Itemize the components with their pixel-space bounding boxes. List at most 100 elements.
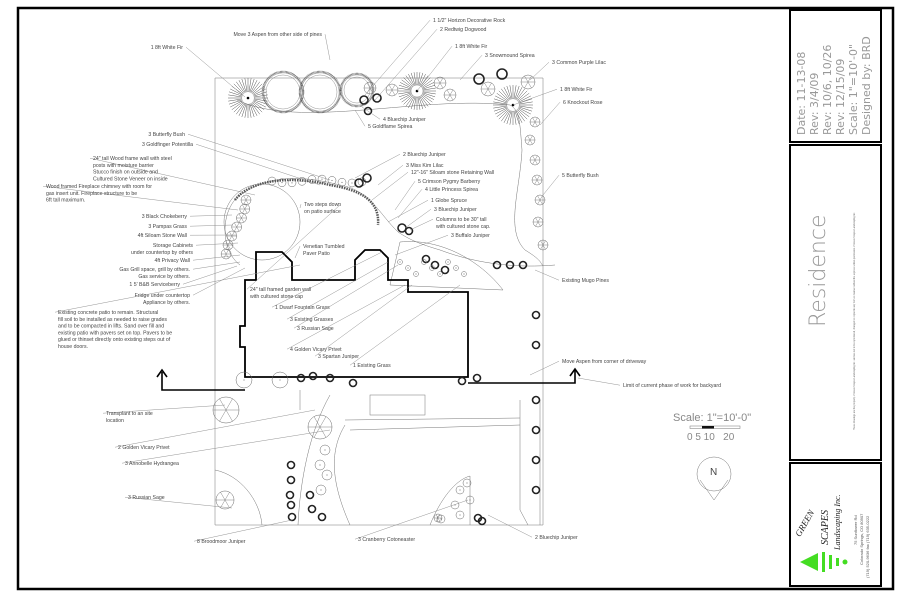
shrub-icon: [271, 371, 289, 389]
juniper-icon: [363, 106, 373, 116]
rev2-text: Rev: 10/6, 10/26: [821, 45, 834, 135]
callout-label: Transplant to an site: [106, 411, 153, 417]
callout-leader: [192, 267, 246, 296]
shrub-icon: [465, 495, 475, 505]
shrub-icon: [317, 174, 327, 184]
retaining-wall: [234, 178, 380, 226]
callout-leader: [539, 102, 561, 126]
callout-leader: [114, 409, 316, 448]
callout-label: 4ft Siloam Stone Wall: [138, 233, 187, 239]
shrub-icon: [529, 116, 541, 128]
callout-leader: [409, 218, 434, 231]
callout-label: 3 Russian Sage: [297, 326, 334, 332]
shrub-icon: [421, 259, 427, 265]
callout-leader: [397, 189, 423, 219]
address-line-1: 75 Sunflower Rd: [853, 515, 858, 545]
juniper-icon: [317, 512, 327, 522]
callout-leader: [529, 360, 560, 376]
juniper-icon: [325, 373, 335, 383]
callout-leader: [354, 109, 366, 127]
juniper-icon: [308, 371, 318, 381]
callout-label: 3 Common Purple Lilac: [552, 60, 606, 66]
callout-label: 4 Golden Vicary Privet: [290, 347, 342, 353]
scale-bar: Scale: 1"=10'-0" 0 5 10 20: [673, 412, 751, 443]
juniper-icon: [348, 378, 358, 388]
callout-label: 3 Buffalo Juniper: [451, 233, 490, 239]
callout-label: Stucco finish on outside and: [93, 170, 158, 176]
callout-label: 1 8ft White Fir: [560, 87, 593, 93]
callout-leader: [361, 106, 381, 120]
callout-leader: [487, 514, 533, 538]
juniper-icon: [287, 512, 297, 522]
shrub-icon: [445, 259, 451, 265]
project-title: Residence: [806, 215, 831, 327]
shrub-icon: [215, 490, 235, 510]
callout-leader: [512, 88, 558, 106]
callout-leader: [394, 234, 449, 256]
north-label: N: [710, 467, 717, 478]
juniper-icon: [531, 425, 541, 435]
juniper-icon: [362, 173, 372, 183]
callout-label: 2 Bluechip Juniper: [535, 535, 578, 541]
callout-leader: [354, 154, 401, 179]
shrub-icon: [240, 194, 252, 206]
shrub-icon: [461, 271, 467, 277]
callout-leader: [185, 47, 246, 98]
juniper-icon: [430, 260, 440, 270]
callout-label: 24" tall Wood frame wall with steel: [93, 156, 172, 162]
shrub-icon: [307, 175, 317, 184]
callout-leader: [387, 200, 429, 223]
phone-line: (719) 520-9636 fax (719) 635-0222: [865, 515, 870, 578]
bed-edge-north: [236, 99, 544, 266]
shrub-icon: [235, 371, 253, 389]
juniper-icon: [473, 513, 483, 523]
shrub-icon: [520, 74, 536, 90]
front-bed: [389, 241, 504, 291]
juniper-icon: [457, 376, 467, 386]
property-boundary-right: [215, 135, 544, 526]
callout-leader: [102, 404, 226, 414]
callout-label: 8 Broodmoor Juniper: [197, 539, 246, 545]
scale-text: Scale: 1"=10'-0": [847, 44, 860, 135]
callout-label: 5 Goldflame Spirea: [368, 124, 413, 130]
callout-label: 3 Spartan Juniper: [318, 354, 359, 360]
callout-leader: [459, 55, 483, 81]
house-footprint: [239, 249, 469, 378]
plant-symbols: [212, 68, 549, 526]
callout-leader: [293, 264, 399, 329]
callout-label: Cultured Stone Veneer on inside: [93, 176, 168, 182]
callout-leader: [195, 143, 321, 186]
callout-leader: [394, 181, 416, 211]
shrub-icon: [433, 76, 447, 90]
shrub-icon: [220, 248, 232, 260]
callout-label: 5 Butterfly Bush: [562, 173, 599, 179]
callout-label: Move Aspen from corner of driveway: [562, 359, 647, 365]
callout-label: Appliance by others.: [143, 300, 190, 306]
callout-leader: [577, 377, 621, 386]
shrub-icon: [231, 221, 242, 233]
callout-label: Limit of current phase of work for backy…: [623, 383, 721, 389]
shrub-icon: [480, 81, 496, 97]
callout-leader: [193, 519, 293, 542]
juniper-icon: [492, 260, 502, 270]
callout-label: 1 8ft White Fir: [455, 44, 488, 50]
sunken-patio-circle: [223, 183, 301, 261]
north-arrow-icon: N: [696, 456, 732, 501]
shrub-icon: [397, 259, 403, 265]
shrub-icon: [455, 485, 465, 495]
shrub-icon: [524, 134, 536, 146]
callout-label: fill soil to be installed as needed to r…: [58, 317, 167, 323]
callout-label: 3 Black Chokeberry: [142, 214, 188, 220]
callout-leader: [182, 265, 238, 285]
juniper-icon: [531, 455, 541, 465]
company-name-1: GREEN: [793, 507, 817, 538]
callout-label: Existing Mugo Pines: [562, 278, 609, 284]
fir-tree-icon: [398, 72, 436, 110]
juniper-icon: [404, 226, 414, 236]
callout-leader: [377, 165, 404, 186]
callout-label: posts with moisture barrier: [93, 163, 154, 169]
callout-label: 3 Existing Grasses: [290, 317, 334, 323]
rev1-text: Rev: 3/4/09: [808, 73, 821, 135]
callout-label: Gas Grill space, grill by others.: [119, 267, 190, 273]
